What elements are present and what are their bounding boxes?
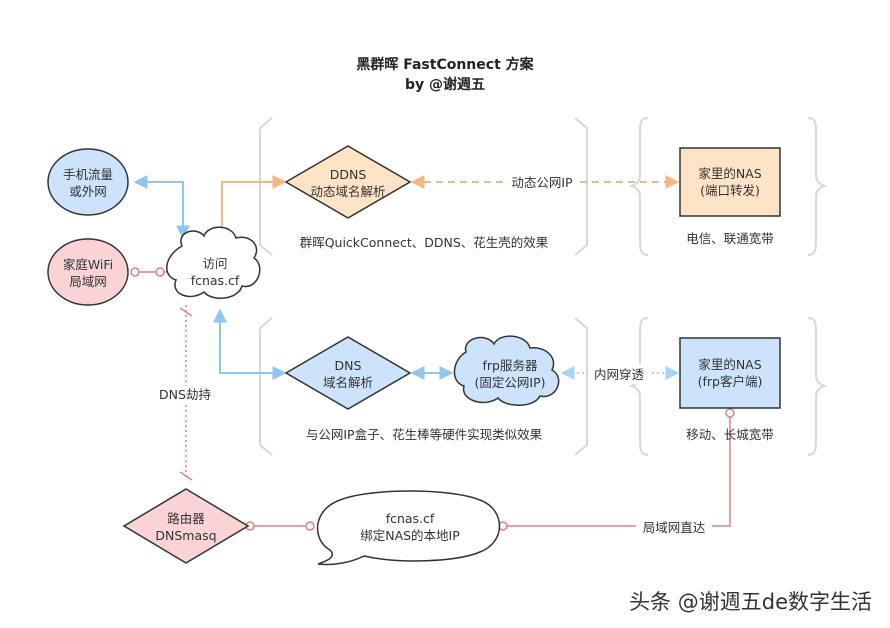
diagram-subtitle: by @谢週五 [404,77,486,93]
node-ddns-label: DDNS 动态域名解析 [310,167,386,199]
label-intranet: 内网穿透 [593,367,644,382]
connector-visit-to-ddns [215,175,287,242]
caption-isp-bottom: 移动、长城宽带 [686,427,774,442]
connector-visit-to-dns [213,308,287,380]
node-router [122,488,250,564]
node-home-wifi-label: 家庭WiFi 局域网 [62,257,114,289]
label-bg-dns-hijack [150,386,220,404]
node-nas-bottom-label: 家里的NAS (frp客户端) [697,357,763,389]
connector-dot [305,521,315,531]
connector-mobile-to-visit [133,175,190,240]
node-home-wifi [47,238,129,306]
label-dns-hijack: DNS劫持 [159,387,211,402]
node-visit-label: 访问 fcnas.cf [190,256,240,288]
label-dynamic-ip: 动态公网IP [511,175,573,190]
node-nas-top-label: 家里的NAS (端口转发) [698,166,762,198]
connector-speech-to-nas [503,413,731,527]
caption-group-top: 群晖QuickConnect、DDNS、花生壳的效果 [299,235,549,250]
hijack-tick-top [179,307,193,317]
node-nas-top [679,147,781,217]
node-visit-cloud [166,226,261,299]
node-frp-cloud [453,335,560,406]
node-router-label: 路由器 DNSmasq [155,511,217,543]
node-speech-label: fcnas.cf 绑定NAS的本地IP [360,511,460,543]
hijack-tick-bottom [179,471,193,481]
node-mobile-label: 手机流量 或外网 [62,167,113,199]
group-bracket-bottom-right [629,317,827,456]
caption-group-bottom: 与公网IP盒子、花生棒等硬件实现类似效果 [305,427,543,442]
watermark: 头条 @谢週五de数字生活 [629,590,872,614]
label-lan-direct: 局域网直达 [642,520,706,535]
label-bg-lan-direct [636,517,712,537]
node-frp-server-label: frp服务器 (固定公网IP) [474,358,546,390]
node-dns [284,336,412,410]
node-mobile [47,148,129,216]
node-ddns [284,145,412,219]
connector-dot [130,267,140,277]
node-speech-bubble [316,490,501,566]
node-dns-label: DNS 域名解析 [322,358,373,390]
caption-isp-top: 电信、联通宽带 [686,231,774,246]
label-bg-dynamic-ip [504,172,580,192]
connector-dot [155,267,165,277]
connector-dot [725,408,735,418]
diagram-title: 黑群晖 FastConnect 方案 [356,57,534,73]
node-nas-bottom [679,337,781,409]
label-bg-intranet [588,364,650,384]
